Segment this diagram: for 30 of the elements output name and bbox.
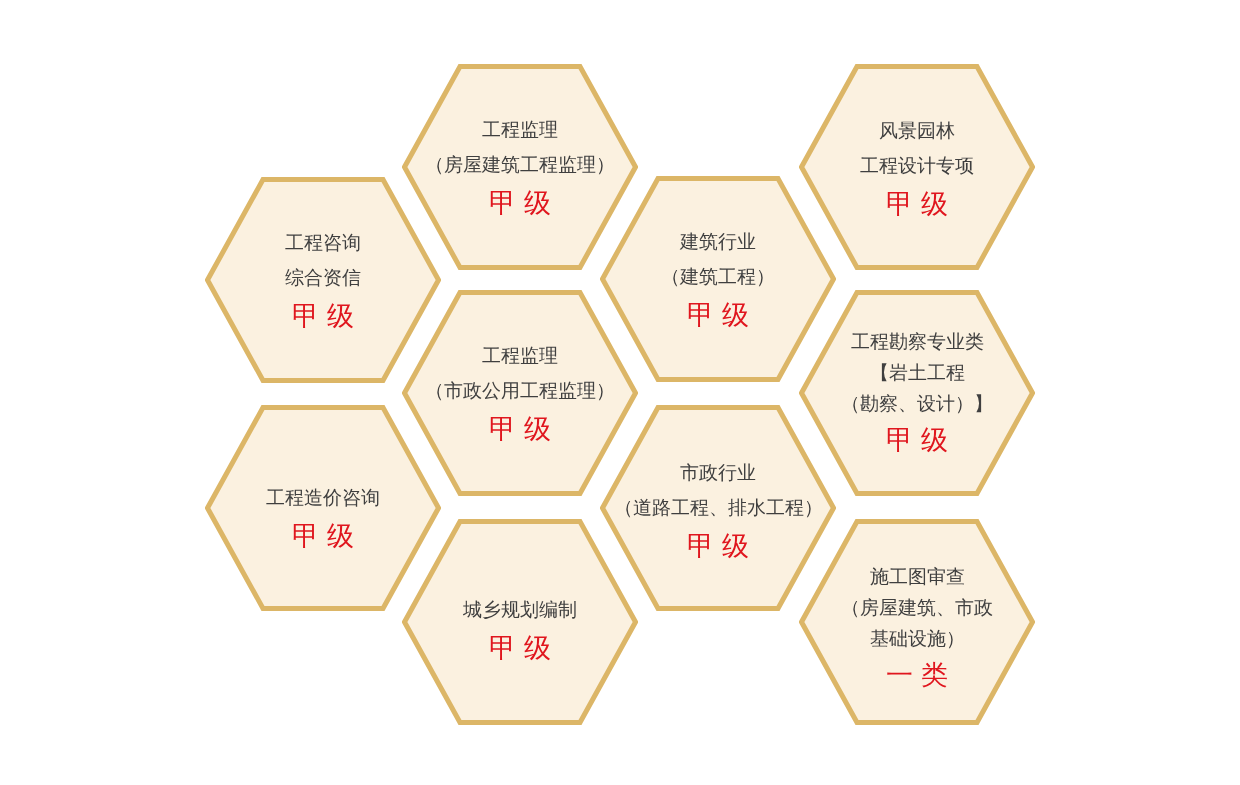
grade-text: 甲级 bbox=[685, 528, 758, 563]
hexagon-tile bbox=[205, 177, 441, 383]
grade-text: 甲级 bbox=[685, 297, 758, 332]
grade-text: 甲级 bbox=[884, 186, 957, 221]
grade-text: 甲级 bbox=[884, 423, 957, 457]
title-text: 风景园林工程设计专项 bbox=[860, 117, 974, 178]
grade-text: 甲级 bbox=[290, 298, 363, 333]
hexagon-tile bbox=[799, 519, 1035, 725]
hexagon-tile bbox=[799, 290, 1035, 496]
hexagon-tile bbox=[799, 64, 1035, 270]
hexagon-tile bbox=[600, 176, 836, 382]
title-text: 施工图审查（房屋建筑、市政基础设施） bbox=[841, 564, 993, 651]
hexagon-tile bbox=[205, 405, 441, 611]
grade-text: 甲级 bbox=[487, 411, 560, 446]
title-text: 市政行业（道路工程、排水工程） bbox=[613, 459, 823, 520]
title-text: 工程监理（房屋建筑工程监理） bbox=[425, 116, 615, 177]
hexagon-tile bbox=[600, 405, 836, 611]
hexagon-tile bbox=[402, 519, 638, 725]
title-text: 城乡规划编制 bbox=[463, 597, 577, 622]
hexagon-tile bbox=[402, 64, 638, 270]
title-text: 建筑行业（建筑工程） bbox=[661, 228, 775, 289]
title-text: 工程监理（市政公用工程监理） bbox=[425, 342, 615, 403]
hexagon-tile bbox=[402, 290, 638, 496]
title-text: 工程造价咨询 bbox=[266, 485, 380, 510]
grade-text: 一类 bbox=[884, 658, 957, 692]
grade-text: 甲级 bbox=[487, 631, 560, 665]
grade-text: 甲级 bbox=[487, 185, 560, 220]
grade-text: 甲级 bbox=[290, 519, 363, 553]
title-text: 工程咨询综合资信 bbox=[285, 229, 361, 290]
title-text: 工程勘察专业类【岩土工程（勘察、设计）】 bbox=[841, 329, 993, 416]
